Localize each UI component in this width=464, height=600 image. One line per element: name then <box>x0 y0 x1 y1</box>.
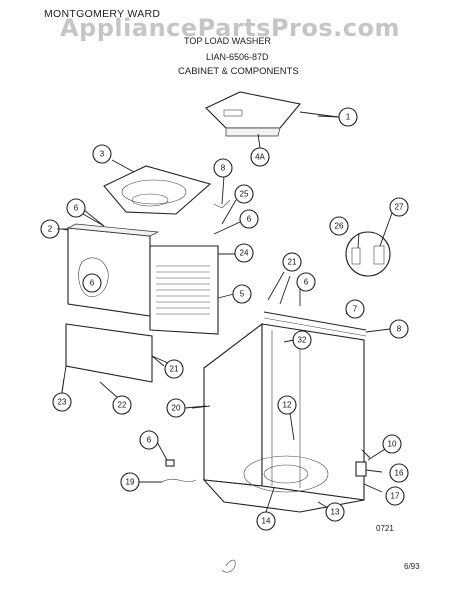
callout-8-top: 8 <box>213 158 233 178</box>
callout-10: 10 <box>382 434 402 454</box>
callout-26: 26 <box>329 216 349 236</box>
svg-text:7: 7 <box>353 305 358 314</box>
callout-4A: 4A <box>250 147 270 167</box>
leveling-leg <box>355 449 383 493</box>
hand-mark <box>221 559 236 573</box>
top-lid <box>103 159 212 215</box>
svg-text:10: 10 <box>388 440 397 449</box>
callout-13: 13 <box>325 502 345 522</box>
callout-3: 3 <box>92 144 112 164</box>
watermark: AppliancePartsPros.com <box>60 14 400 42</box>
product-title: TOP LOAD WASHER <box>184 36 271 46</box>
svg-text:14: 14 <box>262 517 271 526</box>
svg-text:21: 21 <box>170 365 179 374</box>
svg-text:5: 5 <box>240 290 245 299</box>
callout-12: 12 <box>277 395 297 415</box>
callout-25: 25 <box>234 184 254 204</box>
svg-text:21: 21 <box>288 258 297 267</box>
front-panel <box>61 209 160 317</box>
svg-text:23: 23 <box>58 398 67 407</box>
svg-text:6: 6 <box>90 279 95 288</box>
callout-24: 24 <box>234 243 254 263</box>
svg-text:13: 13 <box>331 508 340 517</box>
svg-text:6: 6 <box>304 278 309 287</box>
rear-panel <box>149 245 236 335</box>
svg-text:6: 6 <box>74 204 79 213</box>
callout-27: 27 <box>389 197 409 217</box>
svg-text:24: 24 <box>240 249 249 258</box>
hose-fitting <box>155 439 197 483</box>
main-cabinet <box>191 322 365 513</box>
callout-17: 17 <box>385 486 405 506</box>
callout-2: 2 <box>40 219 60 239</box>
callout-6-c: 6 <box>82 273 102 293</box>
svg-text:19: 19 <box>126 478 135 487</box>
callout-20: 20 <box>166 398 186 418</box>
diagram-code: 0721 <box>376 524 394 533</box>
svg-text:22: 22 <box>118 401 127 410</box>
callout-22: 22 <box>112 395 132 415</box>
section-title: CABINET & COMPONENTS <box>178 66 299 77</box>
svg-text:32: 32 <box>298 336 307 345</box>
callout-6-e: 6 <box>139 430 159 450</box>
toe-panel <box>61 323 165 399</box>
callout-7: 7 <box>345 299 365 319</box>
callout-19: 19 <box>120 472 140 492</box>
hinge-parts <box>213 175 241 235</box>
callout-6-a: 6 <box>66 198 86 218</box>
svg-text:26: 26 <box>335 222 344 231</box>
svg-text:8: 8 <box>221 164 226 173</box>
svg-text:1: 1 <box>346 113 351 122</box>
svg-text:16: 16 <box>395 469 404 478</box>
svg-text:2: 2 <box>48 225 53 234</box>
svg-text:4A: 4A <box>255 153 265 162</box>
svg-text:12: 12 <box>283 401 292 410</box>
model-number: LIAN-6506-87D <box>206 52 269 62</box>
callout-21-top: 21 <box>282 252 302 272</box>
detail-inset <box>345 231 391 277</box>
callout-21-bottom: 21 <box>164 359 184 379</box>
svg-text:6: 6 <box>147 436 152 445</box>
diagram-date: 6/93 <box>404 562 420 571</box>
callout-16: 16 <box>389 463 409 483</box>
callout-14: 14 <box>256 511 276 531</box>
svg-text:6: 6 <box>247 215 252 224</box>
callout-8-right: 8 <box>389 319 409 339</box>
brand-label: MONTGOMERY WARD <box>44 8 161 20</box>
callout-5: 5 <box>232 284 252 304</box>
callout-1: 1 <box>338 107 358 127</box>
callout-23: 23 <box>52 392 72 412</box>
svg-text:17: 17 <box>391 492 400 501</box>
callout-32: 32 <box>292 330 312 350</box>
svg-text:27: 27 <box>395 203 404 212</box>
callout-6-b: 6 <box>239 209 259 229</box>
svg-text:25: 25 <box>240 190 249 199</box>
svg-text:20: 20 <box>172 404 181 413</box>
svg-text:8: 8 <box>397 325 402 334</box>
control-panel-cover <box>205 91 339 149</box>
callout-6-d: 6 <box>296 272 316 292</box>
svg-text:3: 3 <box>100 150 105 159</box>
